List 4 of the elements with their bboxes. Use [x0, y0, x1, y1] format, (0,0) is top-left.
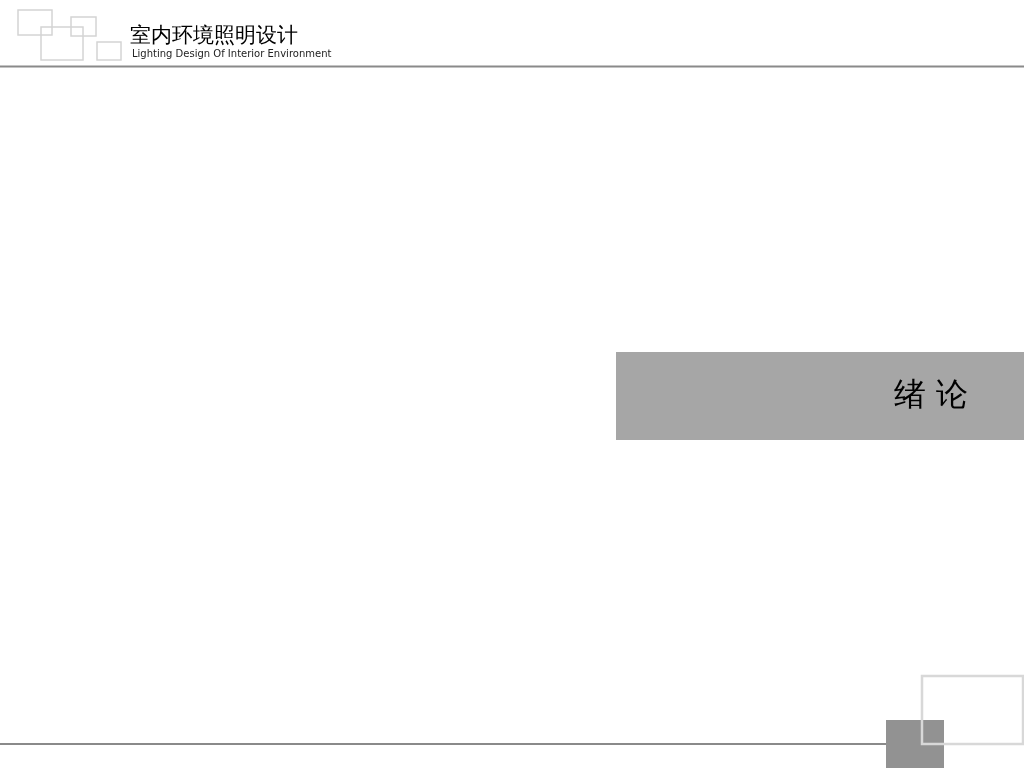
heading-title: 室内环境照明设计: [130, 22, 298, 48]
section-title: 绪 论: [893, 374, 968, 414]
subtitle: Lighting Design Of Interior Environment: [132, 48, 332, 60]
section-banner: [616, 352, 1024, 440]
